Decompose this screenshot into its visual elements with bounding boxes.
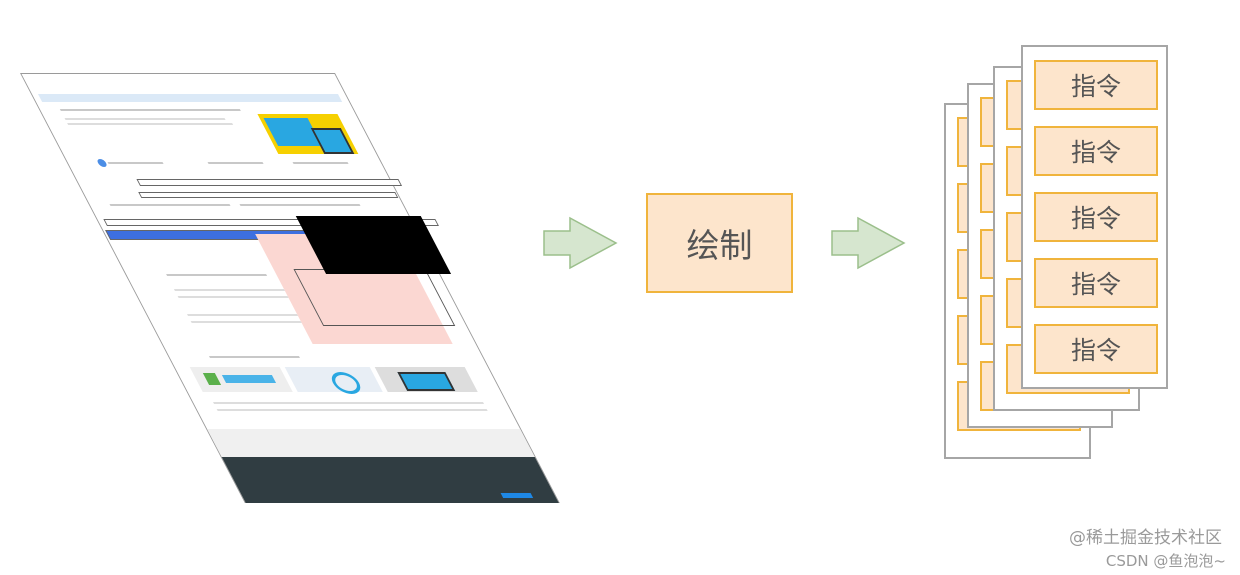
page-footer xyxy=(221,457,559,503)
devices-image xyxy=(257,114,359,154)
laptop-image xyxy=(374,367,478,392)
text-line xyxy=(239,204,361,206)
instruction-card-front: 指令 指令 指令 指令 指令 xyxy=(1021,45,1168,389)
feature-icon xyxy=(95,159,109,167)
text-line xyxy=(207,162,264,164)
text-line xyxy=(292,162,349,164)
text-line xyxy=(59,109,241,111)
draw-step-box: 绘制 xyxy=(646,193,793,293)
text-line xyxy=(109,204,231,206)
text-line xyxy=(64,118,226,120)
instruction-box: 指令 xyxy=(1034,324,1158,374)
instruction-box: 指令 xyxy=(1034,126,1158,176)
layer-outline xyxy=(138,192,399,198)
watermark-line1: @稀土掘金技术社区 xyxy=(1069,528,1222,548)
text-line xyxy=(216,409,488,411)
text-line xyxy=(166,274,268,276)
layer-outline xyxy=(136,179,403,186)
text-line xyxy=(186,314,299,316)
arrow-right-icon xyxy=(543,216,618,270)
social-strip xyxy=(207,429,535,457)
text-line xyxy=(190,321,302,323)
webpage-layer-illustration xyxy=(20,73,560,503)
text-line xyxy=(67,123,234,125)
instruction-box: 指令 xyxy=(1034,192,1158,242)
https-image xyxy=(189,367,293,392)
text-line xyxy=(173,289,285,291)
notice-bar xyxy=(37,94,343,102)
instruction-box: 指令 xyxy=(1034,60,1158,110)
touch-image xyxy=(284,367,383,394)
text-line xyxy=(208,356,300,358)
watermark-line2: CSDN @鱼泡泡~ xyxy=(1105,552,1226,570)
arrow-right-icon xyxy=(831,216,906,270)
text-line xyxy=(177,296,289,298)
text-line xyxy=(107,162,164,164)
instruction-box: 指令 xyxy=(1034,258,1158,308)
text-line xyxy=(212,402,485,404)
